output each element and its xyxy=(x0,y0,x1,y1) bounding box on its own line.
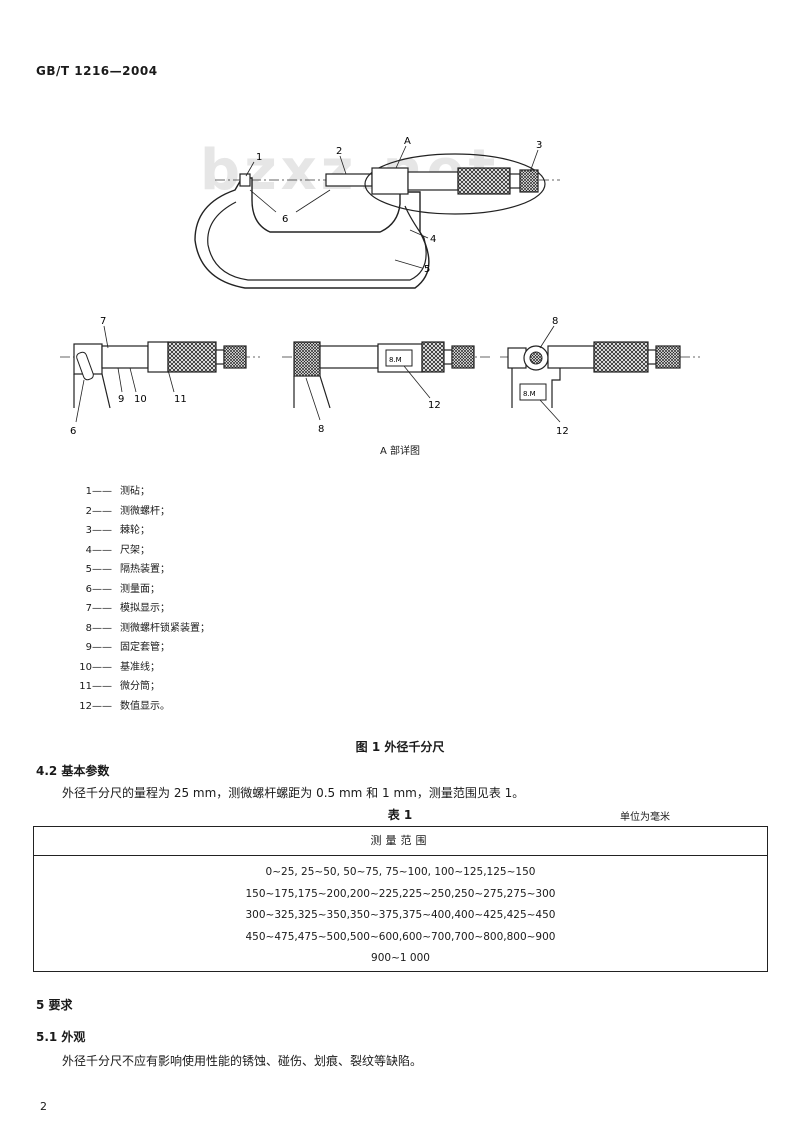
figure-legend: 1——测砧； 2——测微螺杆； 3——棘轮； 4——尺架； 5——隔热装置； 6… xyxy=(70,482,210,716)
detail-title: A 部详图 xyxy=(379,446,421,457)
legend-item: 9——固定套管； xyxy=(85,642,170,653)
detail2-callout-8: 8 xyxy=(318,424,324,435)
detail2-display: 8.M xyxy=(389,356,402,364)
figure-caption: 图 1 外径千分尺 xyxy=(355,740,445,754)
detail1-callout-9: 9 xyxy=(118,394,124,405)
legend-item: 10——基准线； xyxy=(79,661,160,673)
micrometer-main-figure: 1 2 A 3 6 4 5 xyxy=(194,136,560,289)
section-5-1-heading: 5.1 外观 xyxy=(36,1030,86,1044)
section-4-2-paragraph: 外径千分尺的量程为 25 mm，测微螺杆螺距为 0.5 mm 和 1 mm，测量… xyxy=(62,786,525,800)
section-5-1-paragraph: 外径千分尺不应有影响使用性能的锈蚀、碰伤、划痕、裂纹等缺陷。 xyxy=(62,1054,423,1068)
detail1-callout-10: 10 xyxy=(134,394,147,405)
detail-a-figure: 7 9 10 11 6 8.M 8 12 8.M 8 12 xyxy=(60,316,700,437)
legend-item: 7——模拟显示； xyxy=(85,603,170,614)
callout-4: 4 xyxy=(430,234,436,245)
detail1-callout-6: 6 xyxy=(70,426,76,437)
detail3-display: 8.M xyxy=(523,390,536,398)
table-row: 450~475,475~500,500~600,600~700,700~800,… xyxy=(245,930,556,943)
measuring-range-table: 测量范围 0~25, 25~50, 50~75, 75~100, 100~125… xyxy=(33,826,768,972)
table-row: 150~175,175~200,200~225,225~250,250~275,… xyxy=(245,887,556,900)
detail2-callout-12: 12 xyxy=(428,400,441,411)
page-number: 2 xyxy=(40,1100,47,1113)
document-header: GB/T 1216—2004 xyxy=(36,64,158,78)
detail1-callout-11: 11 xyxy=(174,394,187,405)
table-row: 0~25, 25~50, 50~75, 75~100, 100~125,125~… xyxy=(265,866,536,878)
section-4-2-heading: 4.2 基本参数 xyxy=(36,764,110,778)
callout-6: 6 xyxy=(282,214,288,225)
legend-item: 2——测微螺杆； xyxy=(85,505,170,517)
callout-3: 3 xyxy=(536,140,542,151)
table-unit: 单位为毫米 xyxy=(620,812,670,823)
table-title: 表 1 xyxy=(387,808,413,822)
callout-2: 2 xyxy=(336,146,342,157)
section-5-heading: 5 要求 xyxy=(36,998,73,1012)
legend-item: 3——棘轮； xyxy=(85,525,150,536)
legend-item: 5——隔热装置； xyxy=(85,564,170,575)
legend-item: 11——微分筒； xyxy=(79,681,160,692)
table-row: 300~325,325~350,350~375,375~400,400~425,… xyxy=(245,909,556,921)
detail3-callout-8: 8 xyxy=(552,316,558,327)
callout-5: 5 xyxy=(424,264,430,275)
legend-item: 12——数值显示。 xyxy=(79,700,170,712)
legend-item: 1——测砧； xyxy=(85,486,150,497)
callout-A: A xyxy=(404,136,411,147)
table-header: 测量范围 xyxy=(34,827,767,856)
callout-1: 1 xyxy=(256,152,262,163)
detail3-callout-12: 12 xyxy=(556,426,569,437)
legend-item: 4——尺架； xyxy=(85,544,150,556)
detail1-callout-7: 7 xyxy=(100,316,106,327)
legend-item: 8——测微螺杆锁紧装置； xyxy=(85,622,210,634)
legend-item: 6——测量面； xyxy=(85,583,160,595)
table-row: 900~1 000 xyxy=(371,952,430,964)
